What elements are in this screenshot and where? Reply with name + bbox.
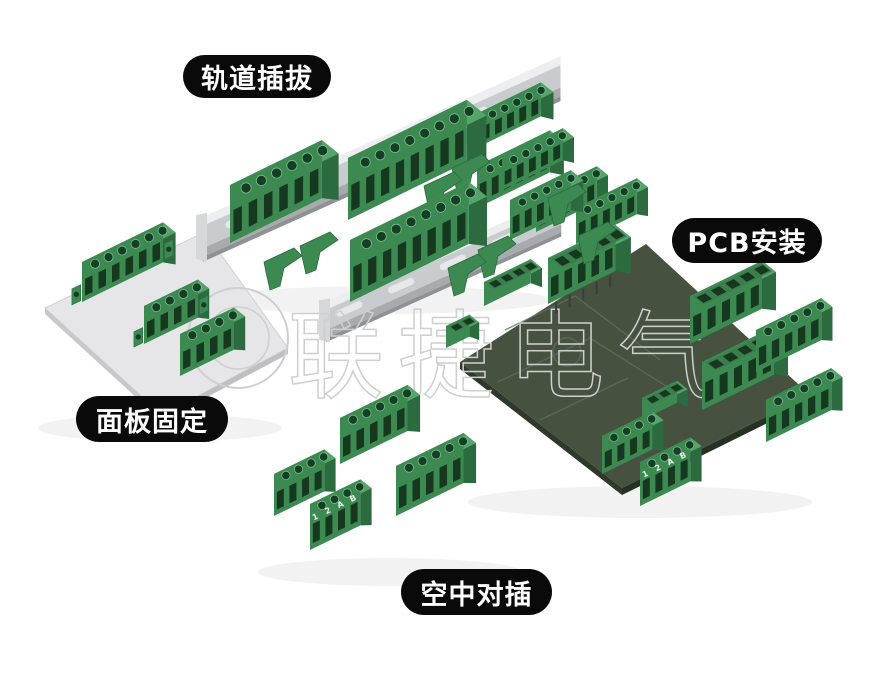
air-plug-4p	[274, 449, 336, 516]
panel-mount-connectors	[71, 222, 246, 376]
label-panel-mount: 面板固定	[76, 396, 228, 442]
rail-clamp-arm	[299, 231, 339, 275]
air-plug-5p	[340, 385, 421, 464]
pole-mark: 2	[654, 463, 663, 473]
label-air-mating: 空中对插	[401, 569, 552, 615]
pcb-header-2p	[446, 314, 480, 348]
pole-mark: 1	[311, 512, 320, 523]
pole-mark: B	[348, 493, 357, 504]
pcb-traces	[497, 295, 689, 421]
label-rail-mount: 轨道插拔	[183, 55, 331, 98]
pole-mark: 2	[324, 506, 333, 516]
rail-clamp-arm	[547, 183, 587, 227]
pole-mark: A	[666, 456, 676, 467]
pcb-header-3p	[642, 380, 688, 420]
rail-clamp-arm	[447, 253, 487, 297]
panel-socket-4p	[180, 307, 246, 376]
rail-terminal-block-8p-lower	[350, 181, 487, 302]
air-socket-5p	[396, 433, 477, 516]
pcb-right-plug-lower	[766, 368, 843, 442]
pcb-right-plug-upper	[756, 298, 833, 372]
watermark-text: 联捷电气	[288, 301, 728, 413]
pole-mark: 1	[641, 469, 650, 480]
pcb-right-header-upper	[690, 260, 776, 344]
pole-mark: A	[336, 499, 346, 510]
pole-mark: B	[678, 450, 687, 461]
din-rail-connectors	[230, 82, 617, 302]
rail-terminal-block-8p	[348, 99, 487, 220]
label-pcb-mount: PCB安装	[672, 218, 822, 263]
panel-plug-4p	[133, 279, 210, 348]
rail-clamp-arm	[263, 247, 303, 291]
pcb-stack-plug-b	[576, 178, 648, 244]
rail-stack-plug-5p	[502, 128, 574, 190]
rail-terminal-block-6p	[230, 140, 339, 243]
panel-connector-6p	[71, 222, 176, 306]
rail-clamp-arm	[577, 221, 617, 265]
pcb-edge-plug-4p	[602, 411, 664, 474]
pcb-header-4p	[484, 259, 542, 306]
